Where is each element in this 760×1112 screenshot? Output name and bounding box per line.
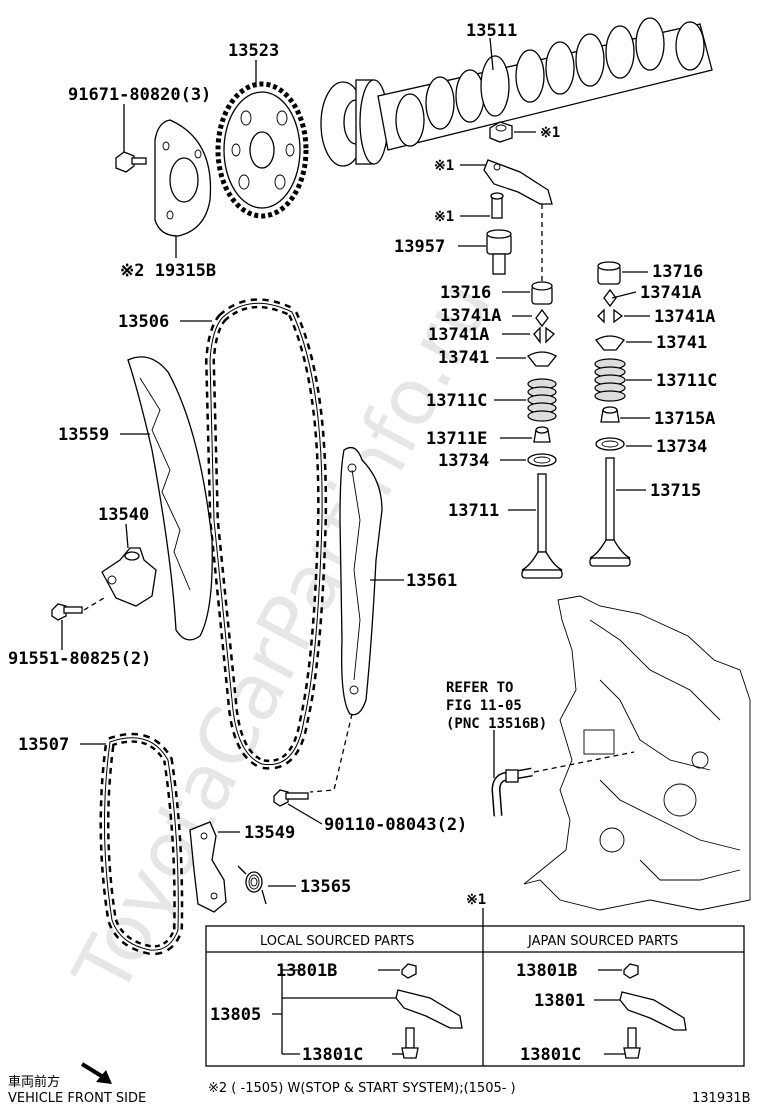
lash-adjuster-13957[interactable]: [486, 229, 512, 275]
japan-screw-icon: [623, 1027, 641, 1059]
oil-pump-chain-tensioner-plate[interactable]: [189, 821, 227, 913]
valve-spring-seat-left[interactable]: [527, 453, 557, 467]
vehicle-front-en: VEHICLE FRONT SIDE: [8, 1091, 146, 1106]
bolt-91551[interactable]: [51, 603, 83, 621]
label-13540: 13540: [98, 505, 149, 525]
label-13741A-left-2: 13741A: [428, 325, 489, 345]
label-13715: 13715: [650, 481, 701, 501]
label-13561: 13561: [406, 571, 457, 591]
label-13523: 13523: [228, 41, 279, 61]
valve-lifter-13716-left[interactable]: [531, 281, 553, 305]
label-13741A-right-2: 13741A: [654, 307, 715, 327]
label-13715A: 13715A: [654, 409, 715, 429]
label-13741-left: 13741: [438, 348, 489, 368]
local-nut-icon: [401, 963, 417, 979]
watermark-text: ToyotaCarPartinfo.ru: [57, 266, 510, 1010]
ref1-arm: ※1: [434, 158, 454, 174]
label-13711E: 13711E: [426, 429, 487, 449]
valve-lifter-13716-right[interactable]: [597, 261, 621, 285]
rocker-arm[interactable]: [483, 159, 553, 205]
label-13507: 13507: [18, 735, 69, 755]
intake-valve-13711[interactable]: [521, 473, 563, 579]
label-13511: 13511: [466, 21, 517, 41]
refer-to-line3[interactable]: (PNC 13516B): [446, 716, 547, 732]
ref1-bolt: ※1: [434, 209, 454, 225]
adjusting-nut[interactable]: [489, 121, 513, 143]
label-13549: 13549: [244, 823, 295, 843]
screw-adjust[interactable]: [490, 192, 504, 219]
ref1-nut: ※1: [540, 125, 560, 141]
label-13711C-left: 13711C: [426, 391, 487, 411]
camshaft[interactable]: [320, 17, 713, 167]
valve-keeper-right-2[interactable]: [597, 308, 624, 324]
label-local-13801B: 13801B: [276, 961, 337, 981]
label-90110-08043: 90110-08043(2): [324, 815, 467, 835]
label-local-13805: 13805: [210, 1005, 261, 1025]
label-13741A-right-1: 13741A: [640, 283, 701, 303]
timing-rotor-plate[interactable]: [154, 119, 212, 237]
oil-pipe[interactable]: [491, 767, 533, 817]
label-13734-left: 13734: [438, 451, 489, 471]
label-local-13801C: 13801C: [302, 1045, 363, 1065]
label-19315B: ※2 19315B: [120, 261, 216, 281]
valve-stem-seal-left[interactable]: [533, 426, 551, 443]
refer-to-line2[interactable]: FIG 11-05: [446, 698, 522, 714]
tensioner-spring-13565[interactable]: [237, 865, 267, 905]
vehicle-front-jp: 車両前方: [8, 1074, 60, 1090]
label-13957: 13957: [394, 237, 445, 257]
valve-stem-seal-right[interactable]: [600, 406, 620, 423]
label-13716-left: 13716: [440, 283, 491, 303]
label-13741A-left-1: 13741A: [440, 306, 501, 326]
label-91671-80820: 91671-80820(3): [68, 85, 211, 105]
chain-13507[interactable]: [99, 732, 184, 956]
valve-keeper-right-1[interactable]: [603, 288, 617, 308]
label-japan-13801B: 13801B: [516, 961, 577, 981]
valve-retainer-right[interactable]: [595, 335, 625, 351]
table-ref-mark: ※1: [466, 892, 486, 908]
label-13711C-right: 13711C: [656, 371, 717, 391]
label-13559: 13559: [58, 425, 109, 445]
label-japan-13801C: 13801C: [520, 1045, 581, 1065]
vehicle-front-arrow-icon: [80, 1062, 112, 1084]
local-rocker-arm-icon: [395, 989, 463, 1029]
label-13711: 13711: [448, 501, 499, 521]
label-13565: 13565: [300, 877, 351, 897]
parts-source-table: [205, 925, 745, 1067]
chain-tensioner-13540[interactable]: [101, 547, 157, 607]
camshaft-timing-sprocket[interactable]: [215, 81, 309, 219]
refer-to-line1[interactable]: REFER TO: [446, 680, 513, 696]
cylinder-block-outline: [523, 595, 751, 911]
chain-vibration-damper-13561[interactable]: [339, 446, 383, 716]
diagram-id: 131931B: [692, 1091, 751, 1106]
label-13506: 13506: [118, 312, 169, 332]
valve-spring-seat-right[interactable]: [595, 437, 625, 451]
valve-retainer-left[interactable]: [527, 351, 557, 367]
footnote-stop-start: ※2 ( -1505) W(STOP & START SYSTEM);(1505…: [208, 1081, 516, 1096]
japan-nut-icon: [623, 963, 639, 979]
timing-chain-13506[interactable]: [204, 298, 328, 770]
bolt-91671[interactable]: [115, 151, 147, 173]
japan-sourced-header: JAPAN SOURCED PARTS: [527, 934, 678, 949]
bolt-90110[interactable]: [273, 789, 309, 807]
exhaust-valve-13715[interactable]: [589, 457, 631, 567]
label-13716-right: 13716: [652, 262, 703, 282]
label-japan-13801: 13801: [534, 991, 585, 1011]
label-13741-right: 13741: [656, 333, 707, 353]
japan-rocker-arm-icon: [619, 991, 687, 1031]
valve-keeper-left-1[interactable]: [535, 308, 549, 328]
valve-keeper-left-2[interactable]: [533, 326, 555, 344]
local-screw-icon: [401, 1027, 419, 1059]
label-13734-right: 13734: [656, 437, 707, 457]
chain-tensioner-slipper[interactable]: [127, 356, 213, 641]
label-91551-80825: 91551-80825(2): [8, 649, 151, 669]
local-sourced-header: LOCAL SOURCED PARTS: [260, 934, 414, 949]
valve-spring-right[interactable]: [594, 358, 626, 402]
valve-spring-left[interactable]: [527, 378, 557, 422]
